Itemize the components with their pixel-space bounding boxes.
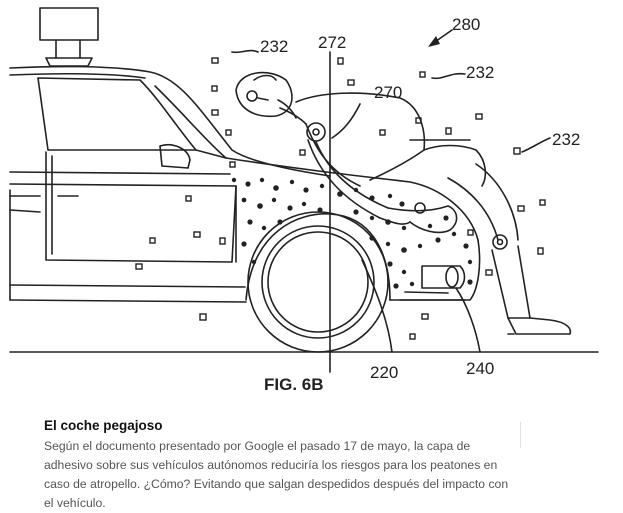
ref-240: 240 xyxy=(466,359,494,378)
side-divider xyxy=(520,422,521,448)
adhesive-dots xyxy=(231,177,473,289)
caption-title: El coche pegajoso xyxy=(44,418,163,433)
debris-marks xyxy=(135,57,546,340)
ref-280: 280 xyxy=(452,15,480,34)
ref-272: 272 xyxy=(318,33,346,52)
ref-232-top: 232 xyxy=(260,37,288,56)
caption-body: Según el documento presentado por Google… xyxy=(44,439,509,510)
roof-sensor-box xyxy=(39,7,99,41)
ref-232-far-right: 232 xyxy=(552,130,580,149)
patent-drawing: 280 272 232 232 232 270 220 240 FIG. 6B xyxy=(9,7,599,394)
ref-232-right: 232 xyxy=(466,63,494,82)
patent-figure: 280 272 232 232 232 270 220 240 FIG. 6B xyxy=(9,7,599,394)
figure-caption: El coche pegajoso Según el documento pre… xyxy=(44,417,514,513)
figure-label: FIG. 6B xyxy=(264,375,324,394)
ref-270: 270 xyxy=(374,83,402,102)
ref-220: 220 xyxy=(370,363,398,382)
